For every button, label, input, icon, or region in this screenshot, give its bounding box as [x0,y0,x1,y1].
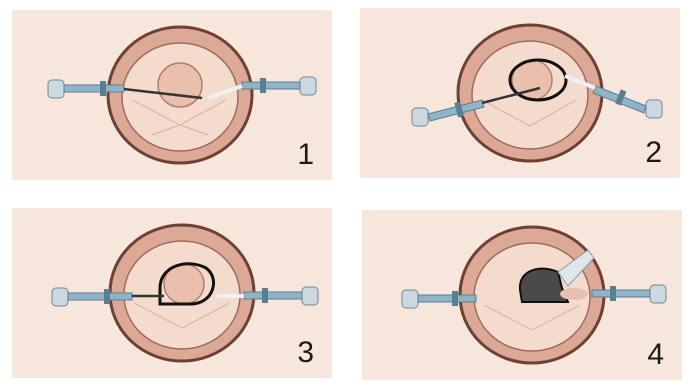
step-number: 4 [647,340,664,370]
step-number: 1 [297,140,314,170]
step-number: 3 [297,338,314,368]
step-number: 2 [645,138,662,168]
step-panel-1: 1 [12,10,332,180]
procedure-illustration-3 [12,208,332,378]
step-panel-3: 3 [12,208,332,378]
procedure-illustration-1 [12,10,332,180]
procedure-illustration-4 [362,210,682,380]
step-panel-2: 2 [360,8,680,178]
tumor [158,63,202,107]
procedure-illustration-2 [360,8,680,178]
step-panel-4: 4 [362,210,682,380]
